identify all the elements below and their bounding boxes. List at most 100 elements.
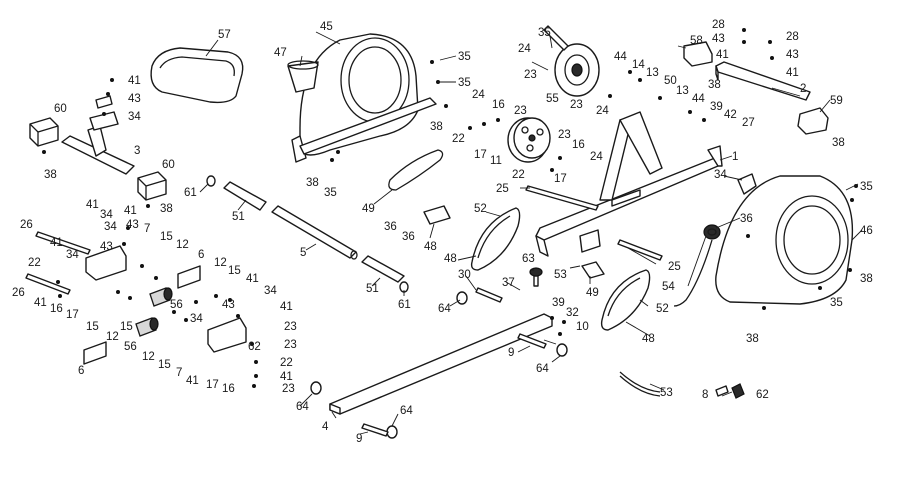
callout-39-c: 41 bbox=[786, 67, 799, 79]
part-wheel-64-b bbox=[556, 343, 568, 357]
part-rod-27-a bbox=[525, 185, 599, 211]
callout-26-b: 26 bbox=[12, 287, 25, 299]
part-rear-shroud-right bbox=[715, 175, 854, 305]
callout-17-c: 17 bbox=[66, 309, 79, 321]
callout-56-a: 56 bbox=[170, 299, 183, 311]
part-62 bbox=[731, 383, 745, 399]
part-wheel-64-a bbox=[456, 291, 468, 305]
callout-17-a: 17 bbox=[474, 149, 487, 161]
part-front-stabilizer bbox=[329, 313, 553, 415]
callout-60-a: 60 bbox=[54, 103, 67, 115]
callout-44: 46 bbox=[860, 225, 873, 237]
callout-16-d: 16 bbox=[222, 383, 235, 395]
callout-58: 58 bbox=[690, 35, 703, 47]
callout-8: 8 bbox=[702, 389, 708, 401]
part-wheel-64-c bbox=[310, 381, 322, 395]
callout-54: 54 bbox=[662, 281, 675, 293]
callout-48-a: 48 bbox=[444, 253, 457, 265]
callout-11: 11 bbox=[490, 155, 502, 167]
callout-24-b: 23 bbox=[570, 99, 583, 111]
callout-13-b: 13 bbox=[676, 85, 689, 97]
callout-59: 59 bbox=[830, 95, 843, 107]
callout-15-c: 15 bbox=[86, 321, 99, 333]
callout-39-b: 41 bbox=[716, 49, 729, 61]
callout-15-e: 15 bbox=[158, 359, 171, 371]
callout-28: 27 bbox=[742, 117, 755, 129]
part-arm-lower bbox=[207, 317, 247, 353]
callout-36-c: 38 bbox=[430, 121, 443, 133]
callout-4: 4 bbox=[322, 421, 329, 433]
callout-23-a: 23 bbox=[284, 321, 297, 333]
hardware-dots bbox=[42, 28, 858, 388]
callout-31-a: 34 bbox=[128, 111, 141, 123]
part-rod-26-b bbox=[25, 273, 71, 295]
callout-43: 45 bbox=[320, 21, 333, 33]
part-resistance-knob bbox=[703, 224, 721, 240]
callout-29-b: 28 bbox=[786, 31, 799, 43]
callout-42-a: 44 bbox=[614, 51, 627, 63]
callout-40: 42 bbox=[724, 109, 737, 121]
callout-13-a: 13 bbox=[646, 67, 659, 79]
part-console bbox=[737, 173, 757, 195]
callout-9-b: 9 bbox=[356, 433, 362, 445]
callout-39-j: 41 bbox=[280, 371, 293, 383]
part-arm-upper bbox=[85, 245, 127, 281]
part-plate bbox=[581, 261, 605, 279]
callout-51-a: 51 bbox=[232, 211, 245, 223]
callout-31-f: 34 bbox=[264, 285, 277, 297]
part-end-cap-59 bbox=[797, 107, 829, 135]
callout-64-d: 64 bbox=[400, 405, 413, 417]
callout-10: 10 bbox=[576, 321, 589, 333]
part-pedal-left bbox=[470, 207, 521, 271]
callout-12-b: 12 bbox=[214, 257, 227, 269]
callout-39-i: 41 bbox=[280, 301, 293, 313]
callout-7-a: 7 bbox=[144, 223, 150, 235]
callout-45: 47 bbox=[274, 47, 287, 59]
part-axle-tube-upper bbox=[223, 181, 267, 211]
callout-6-b: 6 bbox=[78, 365, 84, 377]
callout-61-a: 61 bbox=[184, 187, 197, 199]
callout-41-d: 43 bbox=[126, 219, 139, 231]
callout-30: 30 bbox=[458, 269, 471, 281]
part-rear-stabilizer bbox=[715, 61, 811, 101]
callout-12-d: 12 bbox=[142, 351, 155, 363]
part-end-cap-left bbox=[29, 117, 59, 147]
callout-25-d: 24 bbox=[590, 151, 603, 163]
callout-5: 5 bbox=[300, 247, 306, 259]
callout-31-e: 34 bbox=[190, 313, 203, 325]
callout-52-a: 52 bbox=[474, 203, 487, 215]
callout-41-b: 43 bbox=[712, 33, 725, 45]
callout-24-a: 23 bbox=[524, 69, 537, 81]
callout-1: 1 bbox=[732, 151, 738, 163]
part-8 bbox=[715, 385, 729, 397]
part-end-cap-center bbox=[137, 171, 167, 201]
part-main-frame bbox=[535, 111, 723, 257]
callout-33: 34 bbox=[714, 169, 727, 181]
callout-35-e: 35 bbox=[860, 181, 873, 193]
callout-49: 49 bbox=[362, 203, 375, 215]
part-pin-30 bbox=[475, 287, 503, 303]
part-rod-27-b bbox=[617, 239, 663, 261]
callout-46: 48 bbox=[424, 241, 437, 253]
callout-64-a: 64 bbox=[438, 303, 451, 315]
callout-62-a: 62 bbox=[756, 389, 769, 401]
callout-41-e: 43 bbox=[100, 241, 113, 253]
part-wheel-61-top bbox=[206, 175, 216, 187]
callout-27-a: 25 bbox=[496, 183, 509, 195]
part-axle-tube-lower bbox=[361, 255, 405, 283]
callout-36-d: 38 bbox=[306, 177, 319, 189]
part-rear-shroud-left bbox=[291, 33, 437, 163]
callout-62-b: 62 bbox=[248, 341, 261, 353]
callout-23-b: 23 bbox=[284, 339, 297, 351]
callout-64-c: 64 bbox=[296, 401, 309, 413]
callout-32: 32 bbox=[566, 307, 579, 319]
callout-34-c: 36 bbox=[740, 213, 753, 225]
callout-36-e: 38 bbox=[708, 79, 721, 91]
part-axle bbox=[271, 205, 358, 260]
callout-22-b: 22 bbox=[512, 169, 525, 181]
part-seat-post bbox=[61, 95, 135, 175]
callout-22-d: 22 bbox=[280, 357, 293, 369]
callout-35-c: 35 bbox=[324, 187, 337, 199]
callout-37: 37 bbox=[502, 277, 515, 289]
callout-36-g: 38 bbox=[860, 273, 873, 285]
